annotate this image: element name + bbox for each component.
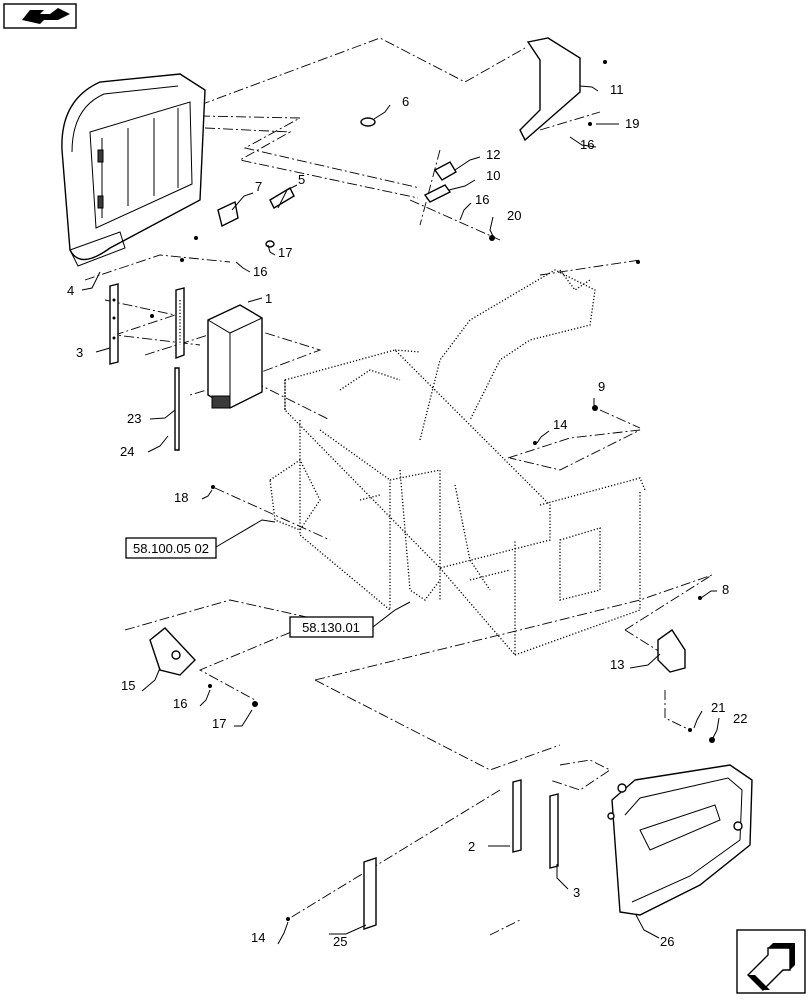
lower-left-bracket bbox=[149, 627, 196, 676]
reference-link-58-130[interactable]: 58.130.01 bbox=[289, 616, 374, 638]
callout-16-c: 16 bbox=[253, 264, 267, 279]
main-frame bbox=[269, 269, 646, 657]
callout-22: 22 bbox=[733, 711, 747, 726]
callout-5: 5 bbox=[298, 172, 305, 187]
reference-label: 58.130.01 bbox=[302, 620, 360, 635]
callout-16-d: 16 bbox=[173, 696, 187, 711]
callout-26: 26 bbox=[660, 934, 674, 949]
callout-21: 21 bbox=[711, 700, 725, 715]
top-bracket bbox=[519, 37, 581, 142]
callout-16-a: 16 bbox=[580, 137, 594, 152]
callout-3-right: 3 bbox=[573, 885, 580, 900]
callout-25: 25 bbox=[333, 934, 347, 949]
callout-17-b: 17 bbox=[212, 716, 226, 731]
callout-23: 23 bbox=[127, 411, 141, 426]
callout-19: 19 bbox=[625, 116, 639, 131]
hardware bbox=[150, 60, 715, 921]
callout-9: 9 bbox=[598, 379, 605, 394]
next-page-arrow-icon[interactable] bbox=[736, 929, 806, 994]
callout-10: 10 bbox=[486, 168, 500, 183]
callout-13: 13 bbox=[610, 657, 624, 672]
callout-14-lower: 14 bbox=[251, 930, 265, 945]
right-side-panel bbox=[607, 764, 753, 916]
reference-link-58-100[interactable]: 58.100.05 02 bbox=[125, 537, 217, 559]
box-bracket bbox=[175, 287, 185, 360]
callout-15: 15 bbox=[121, 678, 135, 693]
callout-2: 2 bbox=[468, 839, 475, 854]
right-strips bbox=[363, 779, 559, 930]
callout-7: 7 bbox=[255, 179, 262, 194]
callout-6: 6 bbox=[402, 94, 409, 109]
callout-24: 24 bbox=[120, 444, 134, 459]
callout-17-a: 17 bbox=[278, 245, 292, 260]
assembly-lines bbox=[84, 37, 713, 936]
callout-11: 11 bbox=[610, 82, 624, 97]
callout-8: 8 bbox=[722, 582, 729, 597]
control-module-box bbox=[207, 304, 263, 409]
callout-12: 12 bbox=[486, 147, 500, 162]
book-arrow-icon[interactable] bbox=[3, 3, 77, 29]
right-bracket bbox=[657, 629, 686, 673]
leader-lines bbox=[81, 85, 720, 945]
callout-4: 4 bbox=[67, 283, 74, 298]
callout-1: 1 bbox=[265, 291, 272, 306]
left-mounting-strip bbox=[109, 283, 119, 365]
callout-18: 18 bbox=[174, 490, 188, 505]
callouts: 1 2 3 3 4 5 6 7 8 9 10 11 12 13 14 14 15… bbox=[67, 82, 747, 949]
rod bbox=[174, 367, 180, 451]
callout-3-left: 3 bbox=[76, 345, 83, 360]
reference-label: 58.100.05 02 bbox=[133, 541, 209, 556]
callout-20: 20 bbox=[507, 208, 521, 223]
callout-16-b: 16 bbox=[475, 192, 489, 207]
left-side-panel bbox=[61, 73, 206, 267]
callout-14-upper: 14 bbox=[553, 417, 567, 432]
